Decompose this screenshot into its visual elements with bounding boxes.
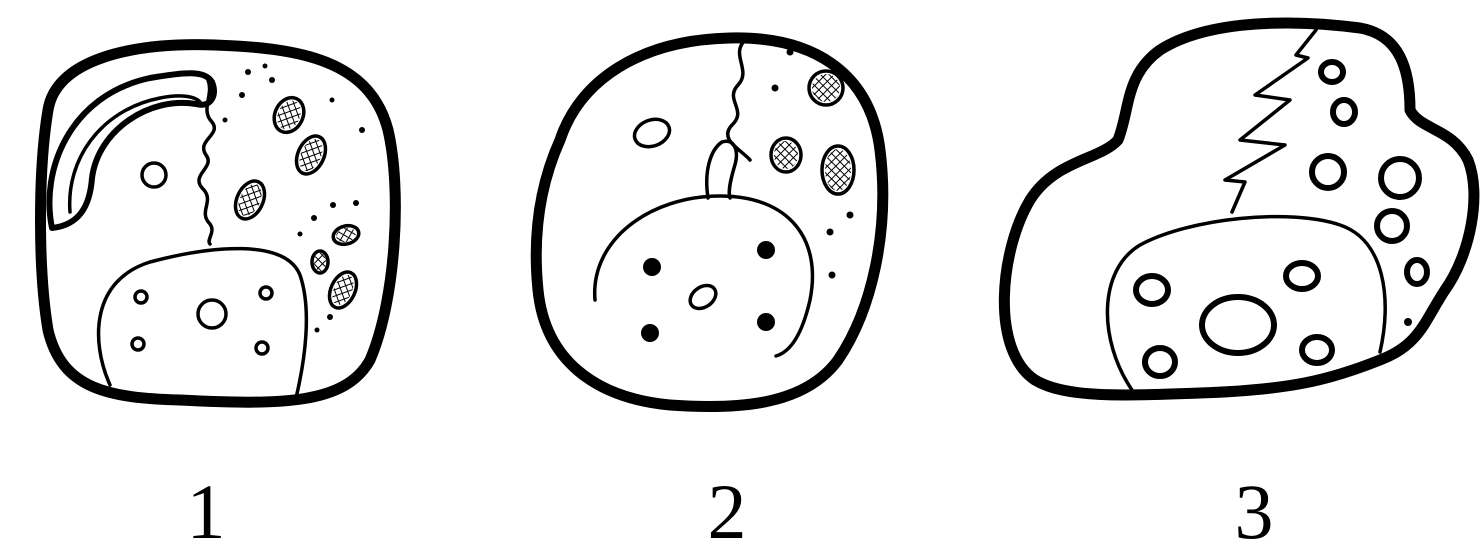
figure-2-speckle (847, 212, 854, 219)
figure-1 (41, 45, 396, 403)
figure-2-dot (643, 258, 661, 276)
figure-1-upper-vacuole (142, 163, 166, 187)
figure-1-small-ring (132, 338, 144, 350)
figure-3-ring (1136, 276, 1168, 304)
figure-2-dot (641, 324, 659, 342)
figure-3-ring (1145, 348, 1175, 376)
figure-3-central-vacuole (1202, 297, 1274, 353)
figure-3-zigzag-boundary (1225, 30, 1316, 212)
figure-3-ring (1407, 260, 1427, 284)
figure-1-granule-fill (314, 253, 326, 271)
figure-1-label: 1 (187, 468, 226, 555)
figure-2-granule-fill (825, 149, 851, 191)
figure-2-granule-fill (812, 74, 840, 102)
figure-2-central-vacuole (686, 281, 720, 313)
figure-1-speckle (315, 328, 320, 333)
figure-2-speckle (787, 49, 794, 56)
figure-3-ring (1377, 211, 1407, 241)
figure-3-speckle (1404, 318, 1412, 326)
figure-1-speckle (330, 98, 335, 103)
figure-3-label: 3 (1235, 468, 1274, 555)
figure-2-dot (757, 241, 775, 259)
figure-1-speckle (239, 92, 245, 98)
figure-3-ring (1381, 159, 1419, 197)
figure-1-speckle (245, 69, 251, 75)
figure-1-speckle (359, 127, 365, 133)
figure-2-stalk (707, 141, 737, 198)
figure-3-ring (1333, 100, 1355, 124)
figure-3-ring (1312, 156, 1344, 188)
figure-2-speckle (829, 272, 836, 279)
figure-3-ring (1286, 263, 1318, 289)
figure-2-speckle (772, 85, 779, 92)
figure-1-speckle (298, 232, 303, 237)
figure-1-speckle (327, 314, 333, 320)
figure-2-lower-body (595, 196, 813, 356)
figure-1-small-ring (256, 342, 268, 354)
figure-1-small-ring (260, 287, 272, 299)
figure-2-dot (757, 313, 775, 331)
figure-1-small-ring (135, 291, 147, 303)
figure-1-speckle (263, 64, 268, 69)
figure-1-cell-outline (41, 45, 396, 403)
figure-2 (536, 38, 882, 407)
figure-3-ring (1302, 337, 1332, 363)
figure-1-speckle (353, 200, 359, 206)
figure-2-label: 2 (708, 468, 747, 555)
figure-2-oval-vacuole (631, 115, 674, 152)
figure-3 (1004, 23, 1474, 395)
figure-1-speckle (223, 118, 228, 123)
figure-2-speckle (827, 229, 834, 236)
figure-1-speckle (330, 202, 336, 208)
figure-1-speckle (269, 77, 275, 83)
figure-3-ring (1321, 62, 1343, 82)
figure-1-central-vacuole (198, 300, 226, 328)
figure-1-speckle (311, 215, 317, 221)
figure-2-granule-fill (774, 141, 798, 169)
